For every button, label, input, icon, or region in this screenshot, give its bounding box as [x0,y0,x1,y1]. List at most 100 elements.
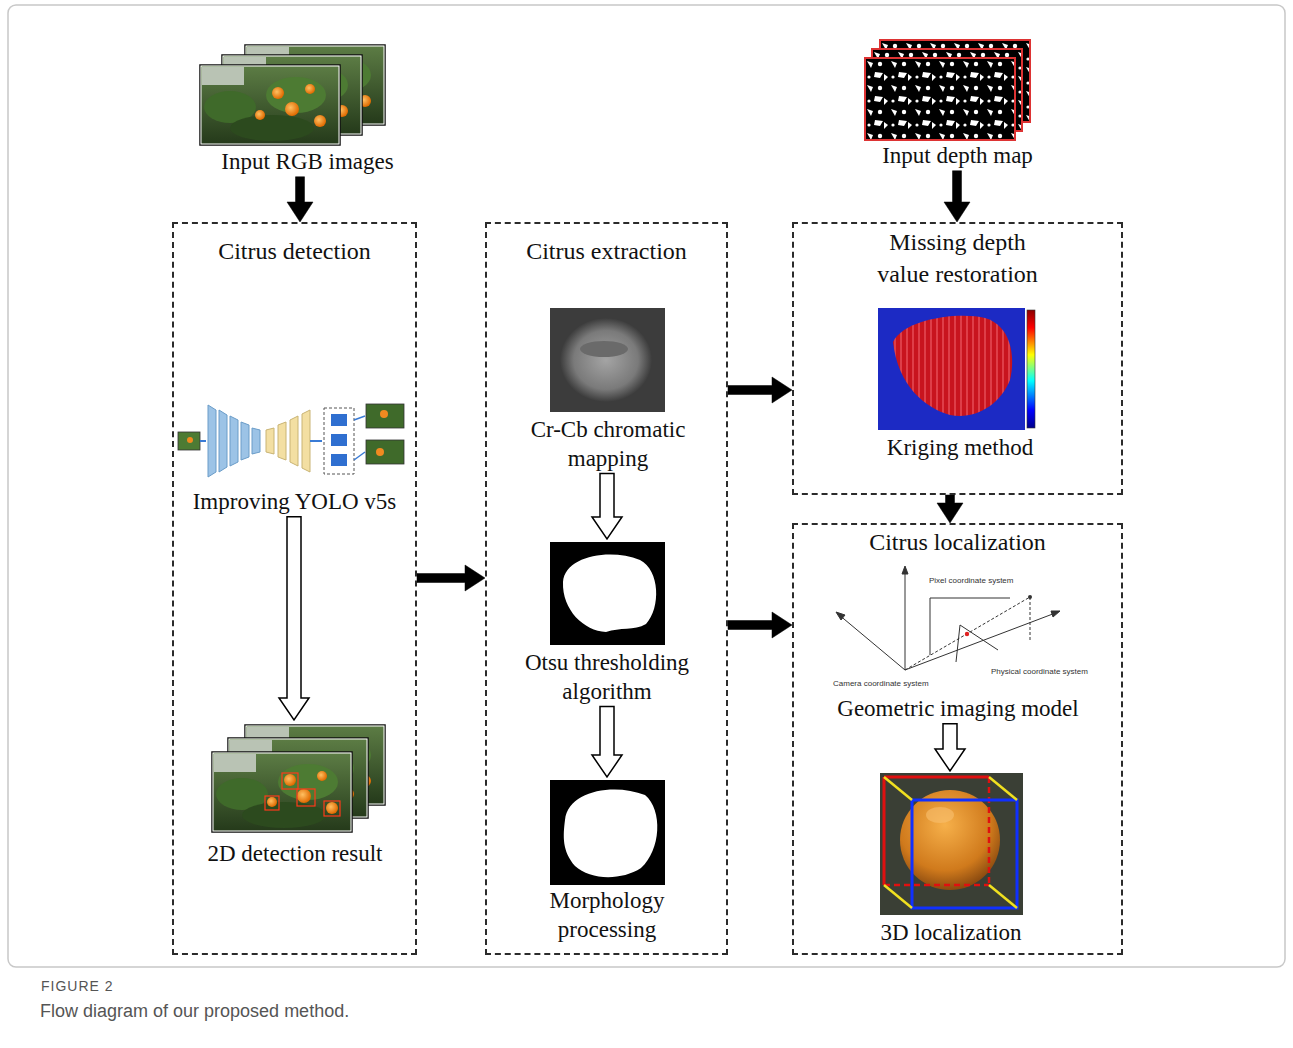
yolo-network-figure-part [380,410,388,418]
otsu-mask-image-part [563,555,656,632]
dashed-stage-box: Improving YOLO v5s2D detection resultCit… [172,222,417,955]
localization-result-image-part [900,790,1000,890]
flow-arrow [287,177,313,222]
morphology-mask-image-part [564,789,658,877]
yolo-network-figure-part [376,448,384,456]
camera-geometry-sketch-part [956,625,960,662]
yolo-network-figure-part [178,432,200,450]
camera-geometry-sketch-part [905,568,906,670]
chroma-map-image [550,308,665,412]
yolo-network-figure-part [354,452,365,460]
localization-result-image-part [884,776,989,779]
camera-geometry-sketch-part [905,612,1058,670]
detection-result-stack-part [282,773,298,789]
yolo-network-figure-part [200,440,206,442]
camera-geometry-sketch-part [960,625,998,650]
image-step: 2D detection result [190,720,400,869]
camera-geometry-sketch-part [1030,597,1031,640]
flow-arrow [417,565,485,591]
hollow-arrow [935,724,965,771]
otsu-mask-image-part [550,542,665,645]
kriging-depth-image [878,308,1035,430]
otsu-mask-image [550,542,665,645]
yolo-network-figure-part [302,410,310,472]
stage-title: Missing depth value restoration [870,227,1045,291]
dashed-stage-box: Kriging method Missing depth value restor… [792,222,1123,495]
yolo-network-figure-part [310,440,322,442]
rgb-image-stack-part [200,65,340,145]
step-caption: Input RGB images [195,148,420,177]
camera-geometry-sketch-part [965,632,969,636]
detection-result-stack-part [324,801,340,816]
yolo-network-figure-part [324,408,354,474]
kriging-depth-image-part [893,316,1012,416]
yolo-network-figure-part [331,414,347,426]
camera-geometry-sketch-part [1051,611,1060,617]
chroma-map-image-part [550,308,665,412]
step-caption: Cr-Cb chromatic mapping [518,416,698,474]
image-step: Cr-Cb chromatic mapping [518,304,698,474]
step-caption: Otsu thresholding algorithm [511,649,703,707]
rgb-image-stack [200,45,385,145]
morphology-mask-image-part [550,780,665,885]
localization-result-image-part [989,777,1017,800]
step-caption: Morphology processing [522,887,692,945]
yolo-network-figure-part [290,416,298,466]
yolo-network-figure-part [219,410,227,472]
image-step: Improving YOLO v5s [175,396,414,517]
camera-geometry-sketch-part [838,614,905,670]
step-caption: Geometric imaging model [818,695,1098,724]
yolo-network-figure-part [230,416,238,466]
axis-system-label: Pixel coordinate system [928,576,1014,585]
localization-result-image-part [989,885,1017,908]
localization-result-image-part [883,777,886,885]
yolo-network-figure [178,404,404,477]
depth-map-stack-part [865,58,1015,140]
detection-result-stack-part [212,752,352,832]
localization-result-image-part [884,777,912,800]
flow-arrow [728,377,792,403]
localization-result-image-part [926,807,954,823]
yolo-network-figure-part [187,437,193,443]
camera-geometry-sketch-part [930,598,931,655]
yolo-network-figure-part [241,422,249,460]
hollow-arrow [592,707,622,778]
camera-geometry-sketch-part [902,566,908,574]
localization-result-image-part [884,884,989,887]
morphology-mask-image [550,780,665,885]
chroma-map-image-part [580,341,628,357]
figure-caption: Flow diagram of our proposed method. [40,1001,349,1022]
step-caption: Improving YOLO v5s [175,488,414,517]
detection-result-stack-part [265,796,279,810]
yolo-network-figure-part [331,454,347,466]
chroma-map-image-part [560,318,652,402]
flow-arrow [937,495,963,523]
axis-system-label: Physical coordinate system [990,667,1089,676]
dashed-stage-box: Geometric imaging model 3D localization Ci… [792,523,1123,955]
step-caption: 3D localization [866,919,1036,948]
camera-geometry-sketch-part [836,612,845,620]
camera-geometry-sketch-part [1028,595,1032,599]
figure-frame [8,5,1285,967]
image-step: Otsu thresholding algorithm [511,539,703,707]
image-step: 3D localization [866,771,1036,948]
yolo-network-figure-part [266,428,274,454]
kriging-depth-image-part [1027,310,1035,428]
flow-arrow [944,171,970,222]
image-step: Input RGB images [195,40,420,177]
step-caption: Input depth map [845,142,1070,171]
yolo-network-figure-part [331,434,347,446]
flow-arrow [728,612,792,638]
localization-result-image-part [880,773,1023,915]
camera-geometry-sketch-part [905,597,1030,670]
image-step: Kriging method [867,304,1053,463]
localization-result-image-part [912,800,1017,908]
image-step: Morphology processing [522,777,692,945]
yolo-network-figure-part [366,440,404,464]
step-caption: Kriging method [867,434,1053,463]
yolo-network-figure-part [208,405,216,477]
stage-title: Citrus localization [794,527,1121,559]
axis-system-label: Camera coordinate system [832,679,930,688]
image-step: Input depth map [845,36,1070,171]
